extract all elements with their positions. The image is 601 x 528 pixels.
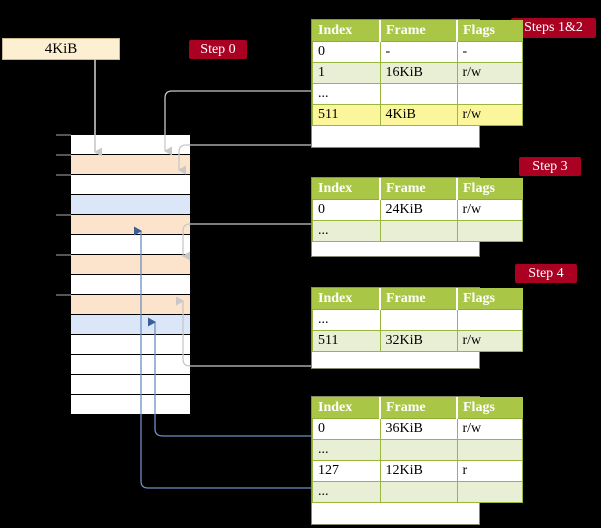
memory-row bbox=[71, 315, 190, 335]
table-row: 0 36KiB r/w bbox=[312, 418, 523, 440]
cell-frame bbox=[379, 439, 458, 461]
memory-row bbox=[71, 235, 190, 255]
memory-tick bbox=[56, 214, 71, 216]
cell-frame bbox=[379, 83, 458, 105]
table-row: 0 24KiB r/w bbox=[312, 199, 523, 221]
memory-row bbox=[71, 175, 190, 195]
physical-memory-column bbox=[70, 134, 191, 415]
badge-step-3-label: Step 3 bbox=[532, 158, 568, 174]
table-row: ... bbox=[312, 220, 523, 242]
page-table-level-4: Index Frame Flags 0 36KiB r/w ... 127 bbox=[311, 396, 523, 525]
col-header-index: Index bbox=[312, 178, 381, 200]
table-header-row: Index Frame Flags bbox=[312, 20, 523, 42]
table-row: ... bbox=[312, 439, 523, 461]
memory-row bbox=[71, 155, 190, 175]
cell-index: 0 bbox=[312, 199, 381, 221]
cell-flags: - bbox=[456, 41, 523, 63]
col-header-flags: Flags bbox=[456, 20, 523, 42]
memory-row bbox=[71, 335, 190, 355]
col-header-index: Index bbox=[312, 288, 381, 310]
table-row: ... bbox=[312, 309, 523, 331]
badge-steps-1-2-label: Steps 1&2 bbox=[524, 20, 583, 35]
memory-row bbox=[71, 255, 190, 275]
table-header-row: Index Frame Flags bbox=[312, 288, 523, 310]
cell-flags: r bbox=[456, 460, 523, 482]
cell-frame bbox=[379, 220, 458, 242]
cell-frame: 4KiB bbox=[379, 104, 458, 126]
table-row: 511 4KiB r/w bbox=[312, 104, 523, 126]
cell-flags: r/w bbox=[456, 199, 523, 221]
table-row: 127 12KiB r bbox=[312, 460, 523, 482]
page-table-level-2: Index Frame Flags 0 24KiB r/w ... bbox=[311, 177, 523, 257]
col-header-frame: Frame bbox=[379, 178, 458, 200]
col-header-flags: Flags bbox=[456, 397, 523, 419]
table-row: ... bbox=[312, 481, 523, 503]
cell-frame: 12KiB bbox=[379, 460, 458, 482]
virtual-page-label: 4KiB bbox=[44, 40, 78, 57]
badge-step-4-label: Step 4 bbox=[528, 265, 564, 281]
table-header-row: Index Frame Flags bbox=[312, 397, 523, 419]
badge-steps-1-2: Steps 1&2 bbox=[511, 18, 596, 38]
cell-frame: 32KiB bbox=[379, 330, 458, 352]
cell-frame: 16KiB bbox=[379, 62, 458, 84]
cell-frame bbox=[379, 309, 458, 331]
cell-frame: 24KiB bbox=[379, 199, 458, 221]
col-header-index: Index bbox=[312, 397, 381, 419]
table-row: ... bbox=[312, 83, 523, 105]
col-header-flags: Flags bbox=[456, 288, 523, 310]
memory-tick bbox=[56, 254, 71, 256]
cell-frame: - bbox=[379, 41, 458, 63]
memory-tick bbox=[56, 154, 71, 156]
cell-index: ... bbox=[312, 220, 381, 242]
memory-tick bbox=[56, 134, 71, 136]
cell-index: 511 bbox=[312, 330, 381, 352]
cell-index: 127 bbox=[312, 460, 381, 482]
cell-flags: r/w bbox=[456, 418, 523, 440]
cell-flags bbox=[456, 309, 523, 331]
cell-frame: 36KiB bbox=[379, 418, 458, 440]
col-header-frame: Frame bbox=[379, 397, 458, 419]
cell-index: ... bbox=[312, 309, 381, 331]
memory-row bbox=[71, 275, 190, 295]
memory-row bbox=[71, 395, 190, 414]
cell-flags bbox=[456, 481, 523, 503]
memory-row bbox=[71, 195, 190, 215]
badge-step-0: Step 0 bbox=[189, 40, 247, 59]
col-header-flags: Flags bbox=[456, 178, 523, 200]
cell-index: 0 bbox=[312, 41, 381, 63]
virtual-page-box: 4KiB bbox=[2, 38, 120, 60]
cell-index: 1 bbox=[312, 62, 381, 84]
cell-index: ... bbox=[312, 481, 381, 503]
memory-row bbox=[71, 375, 190, 395]
cell-index: ... bbox=[312, 439, 381, 461]
cell-index: 511 bbox=[312, 104, 381, 126]
table-row: 511 32KiB r/w bbox=[312, 330, 523, 352]
page-table-level-3: Index Frame Flags ... 511 32KiB r/w bbox=[311, 287, 523, 369]
cell-index: 0 bbox=[312, 418, 381, 440]
memory-row bbox=[71, 355, 190, 375]
cell-frame bbox=[379, 481, 458, 503]
memory-row bbox=[71, 215, 190, 235]
memory-tick bbox=[56, 294, 71, 296]
cell-flags: r/w bbox=[456, 104, 523, 126]
memory-tick bbox=[56, 174, 71, 176]
badge-step-4: Step 4 bbox=[515, 264, 577, 283]
col-header-frame: Frame bbox=[379, 288, 458, 310]
table-header-row: Index Frame Flags bbox=[312, 178, 523, 200]
badge-step-3: Step 3 bbox=[519, 157, 581, 176]
cell-flags: r/w bbox=[456, 62, 523, 84]
memory-row bbox=[71, 295, 190, 315]
cell-flags bbox=[456, 439, 523, 461]
cell-index: ... bbox=[312, 83, 381, 105]
page-table-level-1: Index Frame Flags 0 - - 1 16KiB r/w ... bbox=[311, 19, 523, 148]
cell-flags: r/w bbox=[456, 330, 523, 352]
memory-row bbox=[71, 135, 190, 155]
table-row: 0 - - bbox=[312, 41, 523, 63]
table-row: 1 16KiB r/w bbox=[312, 62, 523, 84]
col-header-frame: Frame bbox=[379, 20, 458, 42]
col-header-index: Index bbox=[312, 20, 381, 42]
cell-flags bbox=[456, 220, 523, 242]
cell-flags bbox=[456, 83, 523, 105]
badge-step-0-label: Step 0 bbox=[200, 41, 236, 57]
